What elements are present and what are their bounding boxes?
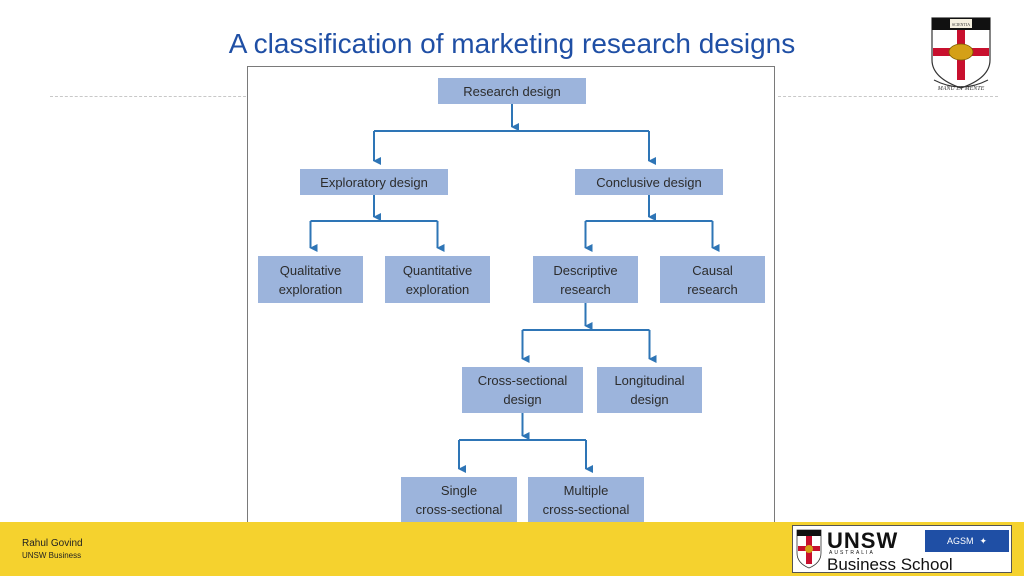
presenter-name: Rahul Govind: [22, 538, 83, 549]
crest-motto: MANU ET MENTE: [937, 86, 985, 92]
node-exploratory: Exploratory design: [300, 169, 448, 195]
unsw-shield-icon: [796, 529, 822, 569]
node-conclusive: Conclusive design: [575, 169, 723, 195]
node-label: Research design: [463, 83, 561, 99]
slide-title: A classification of marketing research d…: [228, 28, 796, 59]
divider-right: [778, 96, 998, 97]
node-label: Exploratory design: [320, 174, 428, 190]
agsm-star-icon: ✦: [979, 535, 988, 546]
logo-subtext: AUSTRALIA: [829, 550, 875, 556]
agsm-label: AGSM: [946, 536, 974, 546]
unsw-business-school-logo: UNSW AUSTRALIA AGSM ✦ Business School: [792, 525, 1012, 573]
logo-wordmark: UNSW: [827, 528, 899, 553]
agsm-badge: AGSM ✦: [925, 530, 1009, 552]
node-root: Research design: [438, 78, 586, 104]
node-label: Conclusive design: [596, 174, 702, 190]
crest-book-text: SCIENTIA: [952, 22, 970, 27]
logo-school-name: Business School: [827, 555, 953, 573]
university-crest-icon: SCIENTIA MANU ET MENTE: [931, 17, 991, 92]
divider-left: [50, 96, 246, 97]
presenter-org: UNSW Business: [22, 551, 82, 560]
